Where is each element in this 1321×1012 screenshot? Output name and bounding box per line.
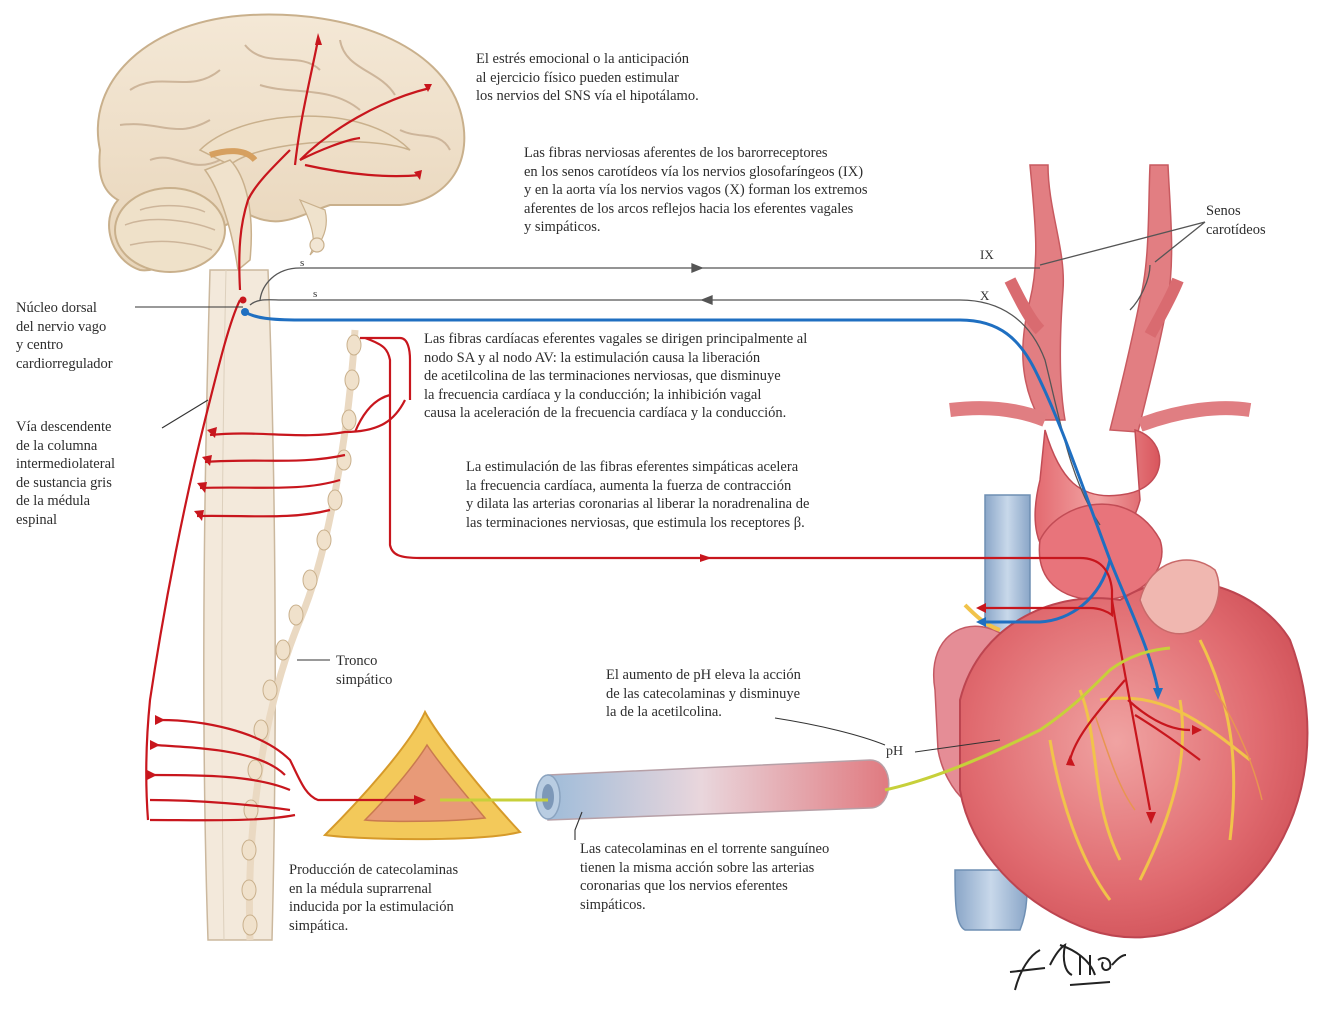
baroreceptor-fibers-label: Las fibras nerviosas aferentes de los ba… xyxy=(524,144,867,237)
carotid-sinus-label: Senos carotídeos xyxy=(1206,202,1266,239)
brain-illustration xyxy=(98,15,464,272)
catecholamines-blood-label: Las catecolaminas en el torrente sanguín… xyxy=(580,840,829,914)
sympathetic-stimulation-label: La estimulación de las fibras eferentes … xyxy=(466,458,809,532)
dorsal-nucleus-label: Núcleo dorsal del nervio vago y centro c… xyxy=(16,299,113,373)
s-marker-upper: s xyxy=(300,257,304,269)
nerve-ix-label: IX xyxy=(980,247,994,263)
emotional-stress-label: El estrés emocional o la anticipación al… xyxy=(476,50,699,106)
ph-tag: pH xyxy=(886,744,903,760)
nerve-x-label: X xyxy=(980,288,989,304)
catecholamine-production-label: Producción de catecolaminas en la médula… xyxy=(289,861,458,935)
descending-pathway-label: Vía descendente de la columna intermedio… xyxy=(16,418,115,529)
ph-effect-label: El aumento de pH eleva la acción de las … xyxy=(606,666,801,722)
sympathetic-trunk-label: Tronco simpático xyxy=(336,652,392,689)
s-marker-lower: s xyxy=(313,288,317,300)
artist-signature xyxy=(1010,945,1126,990)
spinal-cord xyxy=(204,270,275,940)
carotid-arteries-illustration xyxy=(950,165,1250,432)
adrenal-gland-illustration xyxy=(325,712,520,839)
blood-vessel-illustration xyxy=(536,760,889,820)
vagal-efferent-label: Las fibras cardíacas eferentes vagales s… xyxy=(424,330,807,423)
